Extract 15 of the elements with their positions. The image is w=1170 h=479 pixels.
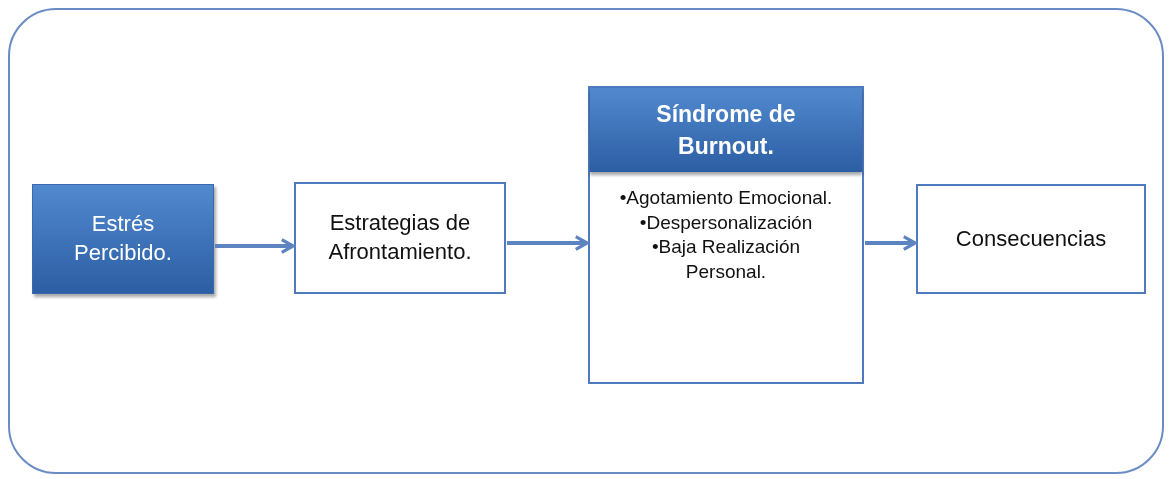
arrow	[215, 238, 295, 254]
arrow	[865, 235, 917, 251]
bullet-item: •Despersonalización	[639, 210, 813, 235]
box-label: Consecuencias	[955, 224, 1107, 253]
box-label: Estrategias de Afrontamiento.	[327, 209, 473, 266]
bullet-item: •Agotamiento Emocional.	[619, 186, 833, 210]
rounded-frame	[8, 8, 1164, 474]
bullet-item: •Baja Realización Personal.	[650, 235, 802, 285]
process-box	[916, 184, 1146, 294]
arrow	[507, 235, 589, 251]
syndrome-box	[588, 86, 864, 384]
process-box	[294, 182, 506, 294]
box-heading: Síndrome de Burnout.	[590, 88, 862, 172]
process-box	[32, 184, 214, 294]
box-label: Estrés Percibido.	[73, 210, 173, 267]
